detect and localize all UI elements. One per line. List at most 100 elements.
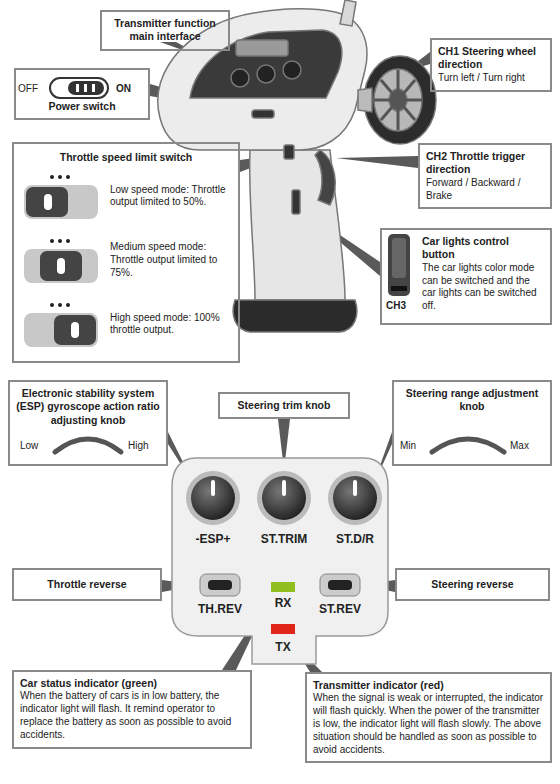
illustration-part (68, 81, 104, 95)
illustration-part (388, 234, 410, 296)
esp-knob-callout: Electronic stability system (ESP) gyrosc… (8, 380, 168, 466)
illustration-part (233, 300, 357, 332)
illustration-part (24, 239, 98, 283)
illustration-part (340, 0, 356, 26)
illustration-part (50, 175, 54, 179)
callout-heading: Transmitter indicator (red) (313, 679, 544, 692)
illustration-part (158, 9, 367, 150)
power-switch-callout: Power switch (14, 68, 150, 120)
callout-heading: Steering range adjustment knob (400, 387, 544, 414)
illustration-part (364, 56, 436, 144)
range-label: Max (510, 440, 529, 451)
switch-label: ON (116, 83, 131, 94)
illustration-part (320, 574, 360, 596)
knob-label: ST.TRIM (261, 532, 308, 546)
illustration-part (76, 84, 79, 92)
callout-heading: Steering trim knob (226, 399, 342, 412)
illustration-part (292, 190, 300, 214)
illustration-part (262, 476, 306, 520)
illustration-part (66, 239, 70, 243)
illustration-part (208, 580, 232, 590)
knobs (186, 471, 382, 525)
illustration-part (58, 175, 62, 179)
throttle-callout: CH2 Throttle trigger directionForward / … (418, 143, 552, 209)
range-knob-callout: Steering range adjustment knob (392, 380, 552, 466)
illustration-part (333, 476, 377, 520)
illustration-part (231, 69, 249, 87)
illustration-part (236, 40, 288, 56)
callout-heading: Transmitter function main interface (108, 17, 222, 44)
illustration-part (57, 258, 65, 274)
trim-knob-callout: Steering trim knob (218, 392, 350, 419)
illustration-part (24, 303, 98, 347)
callout-text: The car lights color mode can be switche… (422, 262, 544, 313)
callout-text: Turn left / Turn right (438, 72, 544, 85)
callout-heading: Car status indicator (green) (20, 677, 244, 690)
illustration-part (282, 480, 286, 496)
illustration-part (358, 88, 372, 112)
callout-heading: CH1 Steering wheel direction (438, 45, 544, 72)
illustration-part (250, 150, 345, 300)
illustration-part (58, 303, 62, 307)
throttle-reverse-callout: Throttle reverse (12, 568, 162, 601)
callout-text: When the signal is weak or interrupted, … (313, 692, 544, 756)
main-interface-callout: Transmitter function main interface (100, 10, 230, 51)
callout-heading: Throttle reverse (20, 578, 154, 591)
illustration-part (24, 313, 98, 347)
illustration-part (374, 69, 422, 131)
illustration-part (336, 156, 418, 168)
illustration-part (353, 480, 357, 496)
illustration-part (328, 471, 382, 525)
illustration-part (392, 238, 406, 278)
illustration-part (54, 315, 96, 345)
knob-label: -ESP+ (195, 532, 230, 546)
rx-led (271, 582, 295, 592)
steering-callout: CH1 Steering wheel directionTurn left / … (430, 38, 552, 92)
illustration-part (66, 175, 70, 179)
range-label: Low (20, 440, 38, 451)
illustration-part (328, 580, 352, 590)
illustration-part (24, 249, 98, 283)
indicator-label: RX (275, 596, 292, 610)
illustration-part (391, 286, 407, 291)
callout-text: Medium speed mode: Throttle output limit… (20, 228, 232, 292)
function-panel (172, 458, 388, 664)
callout-heading: Power switch (22, 100, 142, 113)
callout-heading: Electronic stability system (ESP) gyrosc… (16, 387, 160, 427)
steering-reverse-callout: Steering reverse (395, 568, 550, 601)
rx-indicator-callout: Car status indicator (green)When the bat… (12, 670, 252, 749)
range-label: High (128, 440, 149, 451)
knob-label: ST.D/R (336, 532, 374, 546)
tx-led (271, 624, 295, 634)
illustration-part (92, 84, 95, 92)
indicator-label: TX (275, 640, 290, 654)
range-label: Min (400, 440, 416, 451)
illustration-part (284, 145, 294, 159)
button-label: ST.REV (319, 602, 361, 616)
callout-text: Low speed mode: Throttle output limited … (20, 164, 232, 228)
illustration-part (71, 322, 79, 338)
illustration-part (44, 194, 52, 210)
speed-switch-symbols (24, 175, 98, 347)
illustration-part (50, 303, 54, 307)
lights-button-symbol (388, 234, 410, 296)
callout-text: High speed mode: 100% throttle output. (20, 292, 232, 356)
channel-label: CH3 (386, 300, 406, 311)
illustration-part (374, 70, 422, 130)
illustration-part (252, 110, 274, 118)
illustration-part (257, 65, 275, 83)
callout-heading: Steering reverse (403, 578, 542, 591)
illustration-part (58, 239, 62, 243)
illustration-part (24, 175, 98, 219)
illustration-part (257, 471, 311, 525)
range-arc (55, 439, 121, 452)
illustration-part (211, 480, 215, 496)
illustration-part (186, 471, 240, 525)
tx-indicator-callout: Transmitter indicator (red)When the sign… (305, 672, 552, 763)
illustration-part (84, 84, 87, 92)
illustration-part (200, 574, 240, 596)
illustration-part (315, 150, 335, 205)
illustration-part (66, 303, 70, 307)
illustration-part (190, 30, 342, 98)
